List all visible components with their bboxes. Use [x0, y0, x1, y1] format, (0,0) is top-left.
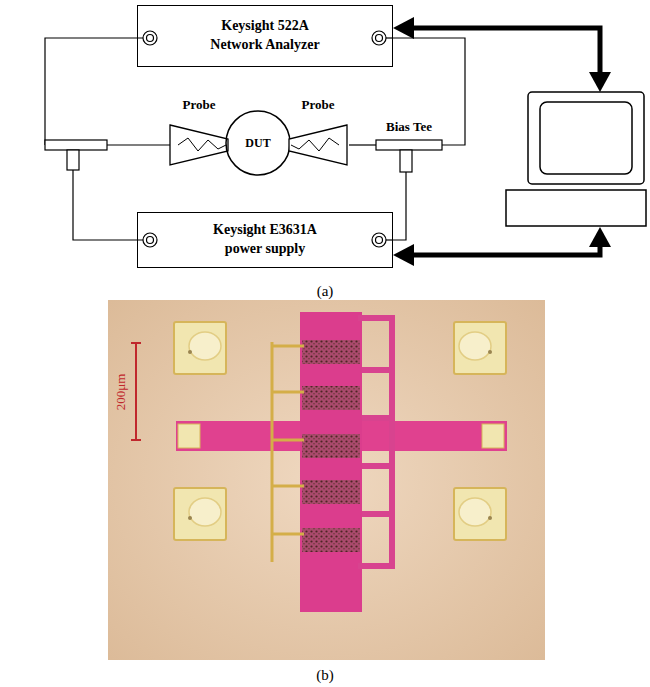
port-ring [372, 233, 386, 247]
probe-tip [178, 138, 226, 151]
probe-mark [189, 498, 221, 526]
bias-tee-bar [45, 140, 107, 150]
photo-ground [108, 300, 545, 660]
probe-body [289, 125, 347, 165]
bias-tee-bar [376, 140, 442, 150]
subfigure-label: (b) [316, 667, 334, 684]
left-comb [272, 342, 304, 562]
control-line [412, 28, 600, 74]
probe-pad [174, 488, 226, 540]
control-line [412, 246, 600, 255]
probe-pad [454, 322, 506, 374]
arrow-head [589, 72, 611, 92]
signal-pad [482, 424, 504, 448]
port-core [147, 35, 154, 42]
port-ring [143, 31, 157, 45]
arrow-head [393, 17, 414, 39]
scale-bar [131, 343, 141, 440]
cable-wire [107, 144, 170, 145]
instrument-name: Keysight 522A Network Analyzer [200, 17, 330, 55]
coax-cable [349, 144, 376, 145]
bias-tee-symbol [45, 140, 107, 170]
port-core [376, 237, 383, 244]
bias-tee-stub [400, 150, 412, 172]
gate-row [302, 386, 360, 410]
cable-wire [386, 239, 393, 240]
port-connectors [143, 31, 386, 247]
probe-mark [459, 498, 491, 526]
probe-symbol: Probe [287, 96, 349, 170]
probe-symbol: Probe [168, 96, 230, 170]
gate-texture [302, 528, 360, 552]
instrument-box: Keysight E3631A power supply [137, 212, 393, 268]
probe-dot [188, 516, 192, 520]
probe-dot [188, 350, 192, 354]
dut-outline [226, 111, 290, 175]
gate-texture [302, 480, 360, 504]
instrument-name: Keysight E3631A power supply [200, 221, 330, 259]
signal-strip [176, 421, 306, 451]
arrow-head [589, 227, 611, 247]
cable-wire [386, 37, 393, 38]
gate-row [302, 434, 360, 458]
gate-row [302, 528, 360, 552]
device-micrograph [108, 300, 545, 660]
probe-dot [488, 350, 492, 354]
signal-strip [355, 421, 507, 451]
scale-bar-label: 200μm [113, 374, 129, 411]
computer-symbol [506, 92, 646, 226]
computer-base [506, 190, 646, 226]
cable-wires [45, 38, 393, 240]
bias-tee: Bias Tee [376, 118, 442, 172]
instrument-box: Keysight 522A Network Analyzer [137, 5, 393, 67]
gate-texture [302, 434, 360, 458]
probe-pad [454, 488, 506, 540]
cable-wire [45, 38, 143, 145]
probe-pad [174, 322, 226, 374]
gate-texture [302, 386, 360, 410]
probe-tip [291, 138, 339, 151]
part-label: DUT [245, 135, 270, 151]
gate-rows [302, 340, 360, 552]
part-label: Probe [168, 96, 230, 114]
center-band [300, 312, 362, 612]
part-label: Bias Tee [376, 118, 442, 136]
bias-tee-stub [67, 150, 79, 170]
signal-pad [178, 424, 200, 448]
right-comb [358, 318, 392, 566]
probe-dot [488, 516, 492, 520]
cable-wire [73, 170, 143, 240]
dut-circle: DUT [225, 110, 291, 176]
coax-cable [393, 172, 406, 240]
gate-row [302, 340, 360, 364]
monitor-frame [528, 92, 644, 184]
subfigure-label: (a) [317, 283, 334, 300]
probe-mark [459, 332, 491, 360]
port-core [376, 35, 383, 42]
probe-mark [189, 332, 221, 360]
probe-body [170, 125, 228, 165]
part-label: Probe [287, 96, 349, 114]
port-ring [143, 233, 157, 247]
port-core [147, 237, 154, 244]
monitor-screen [540, 102, 632, 174]
gate-texture [302, 340, 360, 364]
port-ring [372, 31, 386, 45]
gate-row [302, 480, 360, 504]
arrow-head [393, 244, 414, 266]
